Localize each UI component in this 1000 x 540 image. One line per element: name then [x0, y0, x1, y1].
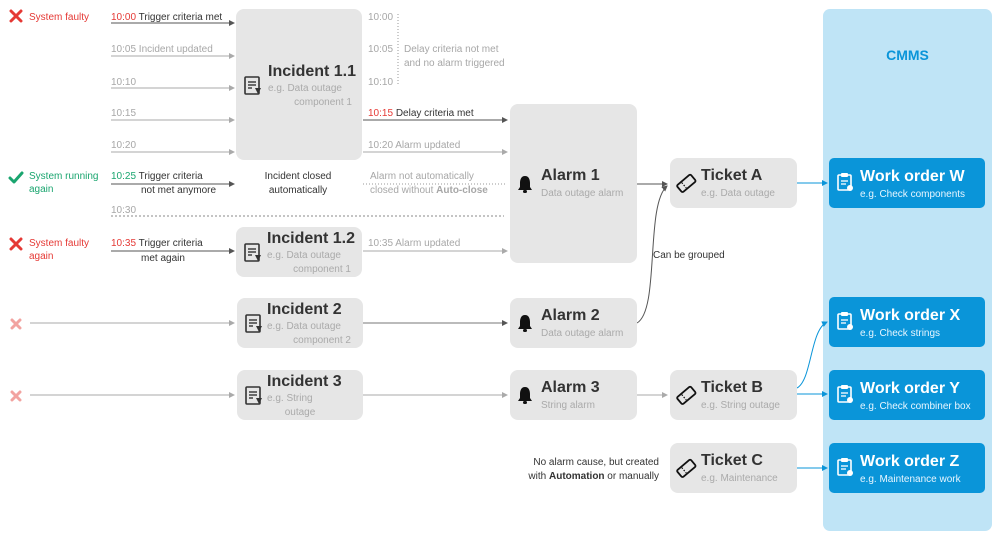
incident-1-1-card[interactable]: Incident 1.1 e.g. Data outage component …: [236, 9, 362, 160]
bell-icon: [516, 385, 534, 410]
clipboard-icon: [836, 457, 854, 482]
alarm-title: Alarm 3: [541, 379, 600, 396]
timeline-1035: 10:35 Trigger criteria: [111, 238, 203, 249]
timeline-1025-line2: not met anymore: [141, 185, 217, 196]
work-order-w-card[interactable]: Work order W e.g. Check components: [829, 158, 985, 208]
ticket-a-card[interactable]: Ticket A e.g. Data outage: [670, 158, 797, 208]
incident-icon: [245, 386, 263, 411]
no-alarm-cause-1: No alarm cause, but created: [533, 457, 659, 468]
ticket-title: Ticket C: [701, 452, 763, 469]
work-order-y-card[interactable]: Work order Y e.g. Check combiner box: [829, 370, 985, 420]
mid-1000: 10:00: [368, 12, 394, 23]
can-be-grouped: Can be grouped: [653, 250, 725, 261]
ticket-b-card[interactable]: Ticket B e.g. String outage: [670, 370, 797, 420]
bell-icon: [516, 313, 534, 338]
timeline-1015: 10:15: [111, 108, 137, 119]
delay-not-met-1: Delay criteria not met: [404, 44, 499, 55]
timeline-1005: 10:05 Incident updated: [111, 44, 213, 55]
no-alarm-cause-2: with Automation or manually: [528, 471, 659, 482]
mid-1005: 10:05: [368, 44, 394, 55]
clipboard-icon: [836, 311, 854, 336]
alarm-not-closed-1: Alarm not automatically: [370, 171, 474, 182]
ticket-sub: e.g. Maintenance: [701, 473, 778, 484]
incident-3-card[interactable]: Incident 3 e.g. String outage: [237, 370, 363, 420]
work-order-title: Work order Z: [860, 453, 960, 470]
timeline-1000: 10:00 Trigger criteria met: [111, 12, 223, 23]
timeline-1025: 10:25 Trigger criteria: [111, 171, 203, 182]
alarm-not-closed-2: closed without Auto-close: [370, 185, 488, 196]
ticket-icon: [675, 384, 697, 411]
alarm-1-card[interactable]: Alarm 1 Data outage alarm: [510, 104, 637, 263]
work-order-sub: e.g. Check combiner box: [860, 401, 971, 412]
ticket-sub: e.g. Data outage: [701, 188, 775, 199]
alarm-2-card[interactable]: Alarm 2 Data outage alarm: [510, 298, 637, 348]
bell-icon: [516, 174, 534, 199]
work-order-sub: e.g. Check strings: [860, 328, 941, 339]
incident-sub-2: component 2: [293, 335, 351, 346]
ticket-title: Ticket A: [701, 167, 763, 184]
incident-icon: [245, 314, 263, 339]
incident-sub-1: e.g. Data outage: [268, 83, 342, 94]
work-order-title: Work order X: [860, 307, 961, 324]
timeline-1035-line2: met again: [141, 253, 185, 264]
alarm-updated-1035: 10:35 Alarm updated: [368, 238, 461, 249]
cross-icon: [9, 9, 23, 28]
work-order-x-card[interactable]: Work order X e.g. Check strings: [829, 297, 985, 347]
work-order-title: Work order Y: [860, 380, 960, 397]
ticket-sub: e.g. String outage: [701, 400, 780, 411]
cross-icon-faded: [10, 317, 22, 335]
incident-sub-2: component 1: [293, 264, 351, 275]
incident-2-card[interactable]: Incident 2 e.g. Data outage component 2: [237, 298, 363, 348]
timeline-1030: 10:30: [111, 205, 137, 216]
ticket-icon: [675, 457, 697, 484]
incident-sub-1: e.g. Data outage: [267, 321, 341, 332]
incident-title: Incident 1.2: [267, 230, 356, 247]
check-icon: [8, 171, 24, 190]
clipboard-icon: [836, 384, 854, 409]
work-order-title: Work order W: [860, 168, 965, 185]
mid-1015: 10:15 Delay criteria met: [368, 108, 474, 119]
timeline-1010: 10:10: [111, 77, 137, 88]
incident-sub-2: outage: [284, 407, 316, 418]
ticket-icon: [675, 172, 697, 199]
work-order-z-card[interactable]: Work order Z e.g. Maintenance work: [829, 443, 985, 493]
incident-title: Incident 1.1: [268, 63, 357, 80]
work-order-sub: e.g. Maintenance work: [860, 474, 961, 485]
timeline-1020: 10:20: [111, 140, 137, 151]
incident-title: Incident 2: [267, 301, 342, 318]
alarm-sub: String alarm: [541, 400, 595, 411]
incident-sub-1: e.g. Data outage: [267, 250, 341, 261]
alarm-updated-1020: 10:20 Alarm updated: [368, 140, 461, 151]
work-order-sub: e.g. Check components: [860, 189, 966, 200]
line-ticketB-woX: [796, 321, 828, 389]
alarm-title: Alarm 1: [541, 167, 600, 184]
cmms-title: CMMS: [886, 47, 929, 63]
alarm-sub: Data outage alarm: [541, 188, 624, 199]
status-faulty-again: System faulty again: [29, 238, 90, 262]
status-running-again: System running again: [29, 171, 99, 195]
incident-title: Incident 3: [267, 373, 342, 390]
incident-1-2-card[interactable]: Incident 1.2 e.g. Data outage component …: [236, 227, 362, 277]
incident-sub-2: component 1: [294, 97, 352, 108]
incident-icon: [244, 76, 262, 101]
status-system-faulty: System faulty: [29, 12, 90, 23]
incident-closed-1: Incident closed: [264, 171, 332, 182]
cross-icon-faded: [10, 389, 22, 407]
incident-closed-2: automatically: [268, 185, 328, 196]
incident-icon: [244, 243, 262, 268]
alarm-sub: Data outage alarm: [541, 328, 624, 339]
cross-icon: [9, 237, 23, 256]
line-alarm2-ticketA: [636, 185, 668, 324]
alarm-title: Alarm 2: [541, 307, 600, 324]
incident-sub-1: e.g. String: [267, 393, 313, 404]
ticket-c-card[interactable]: Ticket C e.g. Maintenance: [670, 443, 797, 493]
delay-not-met-2: and no alarm triggered: [404, 58, 505, 69]
mid-1010: 10:10: [368, 77, 394, 88]
alarm-3-card[interactable]: Alarm 3 String alarm: [510, 370, 637, 420]
clipboard-icon: [836, 172, 854, 197]
ticket-title: Ticket B: [701, 379, 763, 396]
